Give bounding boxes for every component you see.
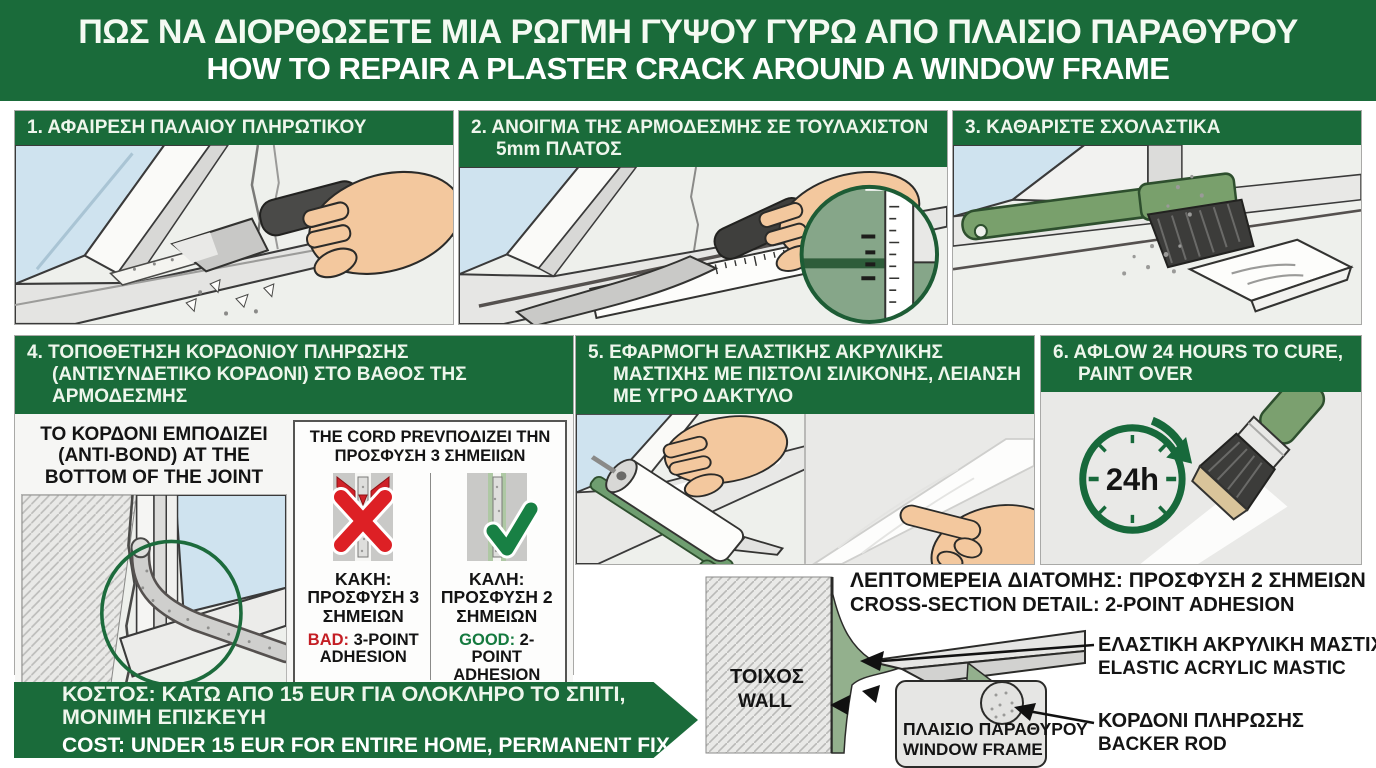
applying-mastic-illustration [576, 414, 1034, 564]
cloth [1186, 238, 1354, 313]
backer-rod-cord [130, 537, 286, 664]
cost-line-english: COST: UNDER 15 EUR FOR ENTIRE HOME, PERM… [62, 734, 670, 758]
step-1-header: 1. ΑΦΑΙΡΕΣΗ ΠΑΛΑΙΟΥ ΠΛΗΡΩΤΙΚΟΥ [15, 111, 453, 146]
step-4-header: 4. ΤΟΠΟΘΕΤΗΣΗ ΚΟΡΔΟΝΙΟΥ ΠΛΗΡΩΣΗΣ (ΑΝΤΙΣΥ… [15, 336, 573, 415]
frame-label-english: WINDOW FRAME [903, 740, 1043, 759]
bad-adhesion-column: ΚΑΚΗ: ΠΡΟΣΦΥΣΗ 3 ΣΗΜΕΙΩΝ BAD: 3-POINT AD… [299, 469, 428, 684]
step-6-header: 6. AΦLOW 24 HOURS TO CURE, PAINT OVER [1041, 336, 1361, 393]
poster-title-english: HOW TO REPAIR A PLASTER CRACK AROUND A W… [206, 51, 1170, 87]
clock-label: 24h [1106, 462, 1159, 498]
bad-adhesion-diagram [331, 473, 396, 562]
step-4-left-column: ΤΟ ΚΟΡΔΟΝΙ ΕΜΠΟΔΙΖΕΙ (ANTI-BOND) AT THE … [21, 420, 287, 693]
hand [662, 415, 789, 498]
good-label-english: GOOD: 2-POINT ADHESION [436, 631, 558, 684]
step-1-illustration-area [15, 145, 453, 324]
step-2-panel: 2. ΑΝΟΙΓΜΑ ΤΗΣ ΑΡΜΟΔΕΣΜΗΣ ΣΕ ΤΟΥΛΑΧΙΣΤΟΝ… [458, 110, 948, 325]
smoothing-scene [812, 438, 1034, 564]
adhesion-comparison-box: THE CORD PREVΠΟΔΙΖΕΙ ΤΗΝ ΠΡΟΣΦΥΣΗ 3 ΣΗΜΕ… [293, 420, 567, 693]
poster-header: ΠΩΣ ΝΑ ΔΙΟΡΘΩΣΕΤΕ ΜΙΑ ΡΩΓΜΗ ΓΥΨΟΥ ΓΥΡΩ Α… [0, 0, 1376, 101]
scraping-old-filler-illustration [15, 145, 453, 324]
step-4-title: 4. ΤΟΠΟΘΕΤΗΣΗ ΚΟΡΔΟΝΙΟΥ ΠΛΗΡΩΣΗΣ (ΑΝΤΙΣΥ… [27, 342, 467, 408]
bad-prefix: BAD: [307, 631, 350, 650]
rod-label-greek: ΚΟΡΔΟΝΙ ΠΛΗΡΩΣΗΣ [1098, 710, 1304, 732]
magnifier-circle [799, 184, 940, 324]
rod-label-english: BACKER ROD [1098, 734, 1227, 755]
hand [302, 170, 453, 279]
leader-lines [830, 643, 1095, 725]
arrow-icon [1014, 703, 1036, 721]
frame-label-greek: ΠΛΑΙΣΙΟ ΠΑΡΑΘΥΡΟΥ [903, 719, 1088, 739]
bad-label-english: BAD: 3-POINT ADHESION [302, 631, 424, 667]
backer-rod-circle [980, 681, 1024, 725]
cleaning-brush-illustration [953, 145, 1361, 324]
clock-24h-icon: 24h [1079, 416, 1193, 534]
xsection-title-greek: ΛΕΠΤΟΜΕΡΕΙΑ ΔΙΑΤΟΜΗΣ: ΠΡΟΣΦΥΣΗ 2 ΣΗΜΕΙΩΝ [850, 569, 1366, 592]
good-adhesion-column: ΚΑΛΗ: ΠΡΟΣΦΥΣΗ 2 ΣΗΜΕΙΩΝ GOOD: 2-POINT A… [433, 469, 562, 684]
step-3-panel: 3. ΚΑΘΑΡΙΣΤΕ ΣΧΟΛΑΣΤΙΚΑ [952, 110, 1362, 325]
window-glass [174, 494, 286, 615]
good-prefix: GOOD: [459, 631, 516, 650]
paint-brush [1191, 392, 1326, 521]
mastic-strip-right [500, 473, 506, 562]
comparison-title: THE CORD PREVΠΟΔΙΖΕΙ ΤΗΝ ΠΡΟΣΦΥΣΗ 3 ΣΗΜΕ… [309, 428, 551, 465]
step-1-panel: 1. ΑΦΑΙΡΕΣΗ ΠΑΛΑΙΟΥ ΠΛΗΡΩΤΙΚΟΥ [14, 110, 454, 325]
sash-wedge-lower [898, 649, 1086, 685]
step-5-title: 5. ΕΦΑΡΜΟΓΗ ΕΛΑΣΤΙΚΗΣ ΑΚΡΥΛΙΚΗΣ ΜΑΣΤΙΧΗΣ… [588, 342, 1021, 408]
caulk-gun [589, 455, 785, 564]
smoothed-bead [812, 438, 1034, 564]
mastic-label-english: ELASTIC ACRYLIC MASTIC [1098, 658, 1346, 679]
step-3-title: 3. ΚΑΘΑΡΙΣΤΕ ΣΧΟΛΑΣΤΙΚΑ [965, 117, 1221, 138]
step-2-title: 2. ΑΝΟΙΓΜΑ ΤΗΣ ΑΡΜΟΔΕΣΜΗΣ ΣΕ ΤΟΥΛΑΧΙΣΤΟΝ… [471, 117, 929, 161]
wall-label-english: WALL [738, 691, 792, 712]
step-5-header: 5. ΕΦΑΡΜΟΓΗ ΕΛΑΣΤΙΚΗΣ ΑΚΡΥΛΙΚΗΣ ΜΑΣΤΙΧΗΣ… [576, 336, 1034, 415]
cost-line-greek: ΚΟΣΤΟΣ: ΚΑΤΩ ΑΠΟ 15 EUR ΓΙΑ ΟΛΟΚΛΗΡΟ ΤΟ … [62, 681, 626, 730]
step-5-illustration-area [576, 414, 1034, 564]
step-6-illustration-area: 24h [1041, 392, 1361, 564]
good-label-greek: ΚΑΛΗ: ΠΡΟΣΦΥΣΗ 2 ΣΗΜΕΙΩΝ [440, 569, 553, 626]
step-3-header: 3. ΚΑΘΑΡΙΣΤΕ ΣΧΟΛΑΣΤΙΚΑ [953, 111, 1361, 146]
backer-rod-illustration-frame [21, 493, 287, 693]
wall-block [705, 576, 833, 754]
wall-label-greek: ΤΟΙΧΟΣ [730, 666, 804, 688]
step-5-panel: 5. ΕΦΑΡΜΟΓΗ ΕΛΑΣΤΙΚΗΣ ΑΚΡΥΛΙΚΗΣ ΜΑΣΤΙΧΗΣ… [575, 335, 1035, 565]
cure-and-paint-illustration: 24h [1041, 392, 1361, 564]
step-4-panel: 4. ΤΟΠΟΘΕΤΗΣΗ ΚΟΡΔΟΝΙΟΥ ΠΛΗΡΩΣΗΣ (ΑΝΤΙΣΥ… [14, 335, 574, 699]
cross-section-diagram: ΛΕΠΤΟΜΕΡΕΙΑ ΔΙΑΤΟΜΗΣ: ΠΡΟΣΦΥΣΗ 2 ΣΗΜΕΙΩΝ… [705, 569, 1376, 768]
mastic-strip-left [487, 473, 493, 562]
wall-crack [690, 167, 700, 251]
cross-section-detail: ΛΕΠΤΟΜΕΡΕΙΑ ΔΙΑΤΟΜΗΣ: ΠΡΟΣΦΥΣΗ 2 ΣΗΜΕΙΩΝ… [700, 563, 1376, 768]
step-6-panel: 6. AΦLOW 24 HOURS TO CURE, PAINT OVER 24… [1040, 335, 1362, 565]
pointing-hand [899, 504, 1034, 564]
arrow-icon [860, 651, 884, 671]
step-2-illustration-area [459, 167, 947, 324]
nozzle [732, 536, 785, 556]
step-2-header: 2. ΑΝΟΙΓΜΑ ΤΗΣ ΑΡΜΟΔΕΣΜΗΣ ΣΕ ΤΟΥΛΑΧΙΣΤΟΝ… [459, 111, 947, 168]
dust-specks [1122, 174, 1204, 276]
step-3-illustration-area [953, 145, 1361, 324]
step-1-title: 1. ΑΦΑΙΡΕΣΗ ΠΑΛΑΙΟΥ ΠΛΗΡΩΤΙΚΟΥ [27, 117, 367, 138]
arrow-icon [862, 685, 880, 703]
step-6-title: 6. AΦLOW 24 HOURS TO CURE, PAINT OVER [1053, 342, 1344, 386]
good-rest: 2-POINT ADHESION [453, 631, 541, 684]
arrow-icon [830, 695, 850, 715]
backer-rod-note: ΤΟ ΚΟΡΔΟΝΙ ΕΜΠΟΔΙΖΕΙ (ANTI-BOND) AT THE … [40, 424, 268, 488]
x-icon [331, 487, 396, 556]
poster-title-greek: ΠΩΣ ΝΑ ΔΙΟΡΘΩΣΕΤΕ ΜΙΑ ΡΩΓΜΗ ΓΥΨΟΥ ΓΥΡΩ Α… [78, 13, 1298, 52]
comparison-divider [429, 473, 431, 681]
bad-rest: 3-POINT ADHESION [319, 631, 419, 667]
check-icon [483, 499, 539, 559]
cost-banner: ΚΟΣΤΟΣ: ΚΑΤΩ ΑΠΟ 15 EUR ΓΙΑ ΟΛΟΚΛΗΡΟ ΤΟ … [14, 682, 698, 758]
opening-joint-illustration [459, 167, 947, 324]
mastic-label-greek: ΕΛΑΣΤΙΚΗ ΑΚΡΥΛΙΚΗ ΜΑΣΤΙΧΗ [1098, 634, 1376, 656]
mastic-blob [831, 590, 905, 754]
backer-rod-in-joint-illustration [22, 494, 286, 692]
index-finger [899, 504, 982, 541]
xsection-title-english: CROSS-SECTION DETAIL: 2-POINT ADHESION [850, 594, 1294, 616]
caulking-scene [576, 414, 806, 564]
bad-label-greek: ΚΑΚΗ: ΠΡΟΣΦΥΣΗ 3 ΣΗΜΕΙΩΝ [307, 569, 420, 626]
comparison-row: ΚΑΚΗ: ΠΡΟΣΦΥΣΗ 3 ΣΗΜΕΙΩΝ BAD: 3-POINT AD… [299, 469, 561, 684]
debris [185, 278, 275, 316]
good-adhesion-diagram [466, 473, 539, 562]
step-4-content: ΤΟ ΚΟΡΔΟΝΙ ΕΜΠΟΔΙΖΕΙ (ANTI-BOND) AT THE … [15, 414, 573, 699]
